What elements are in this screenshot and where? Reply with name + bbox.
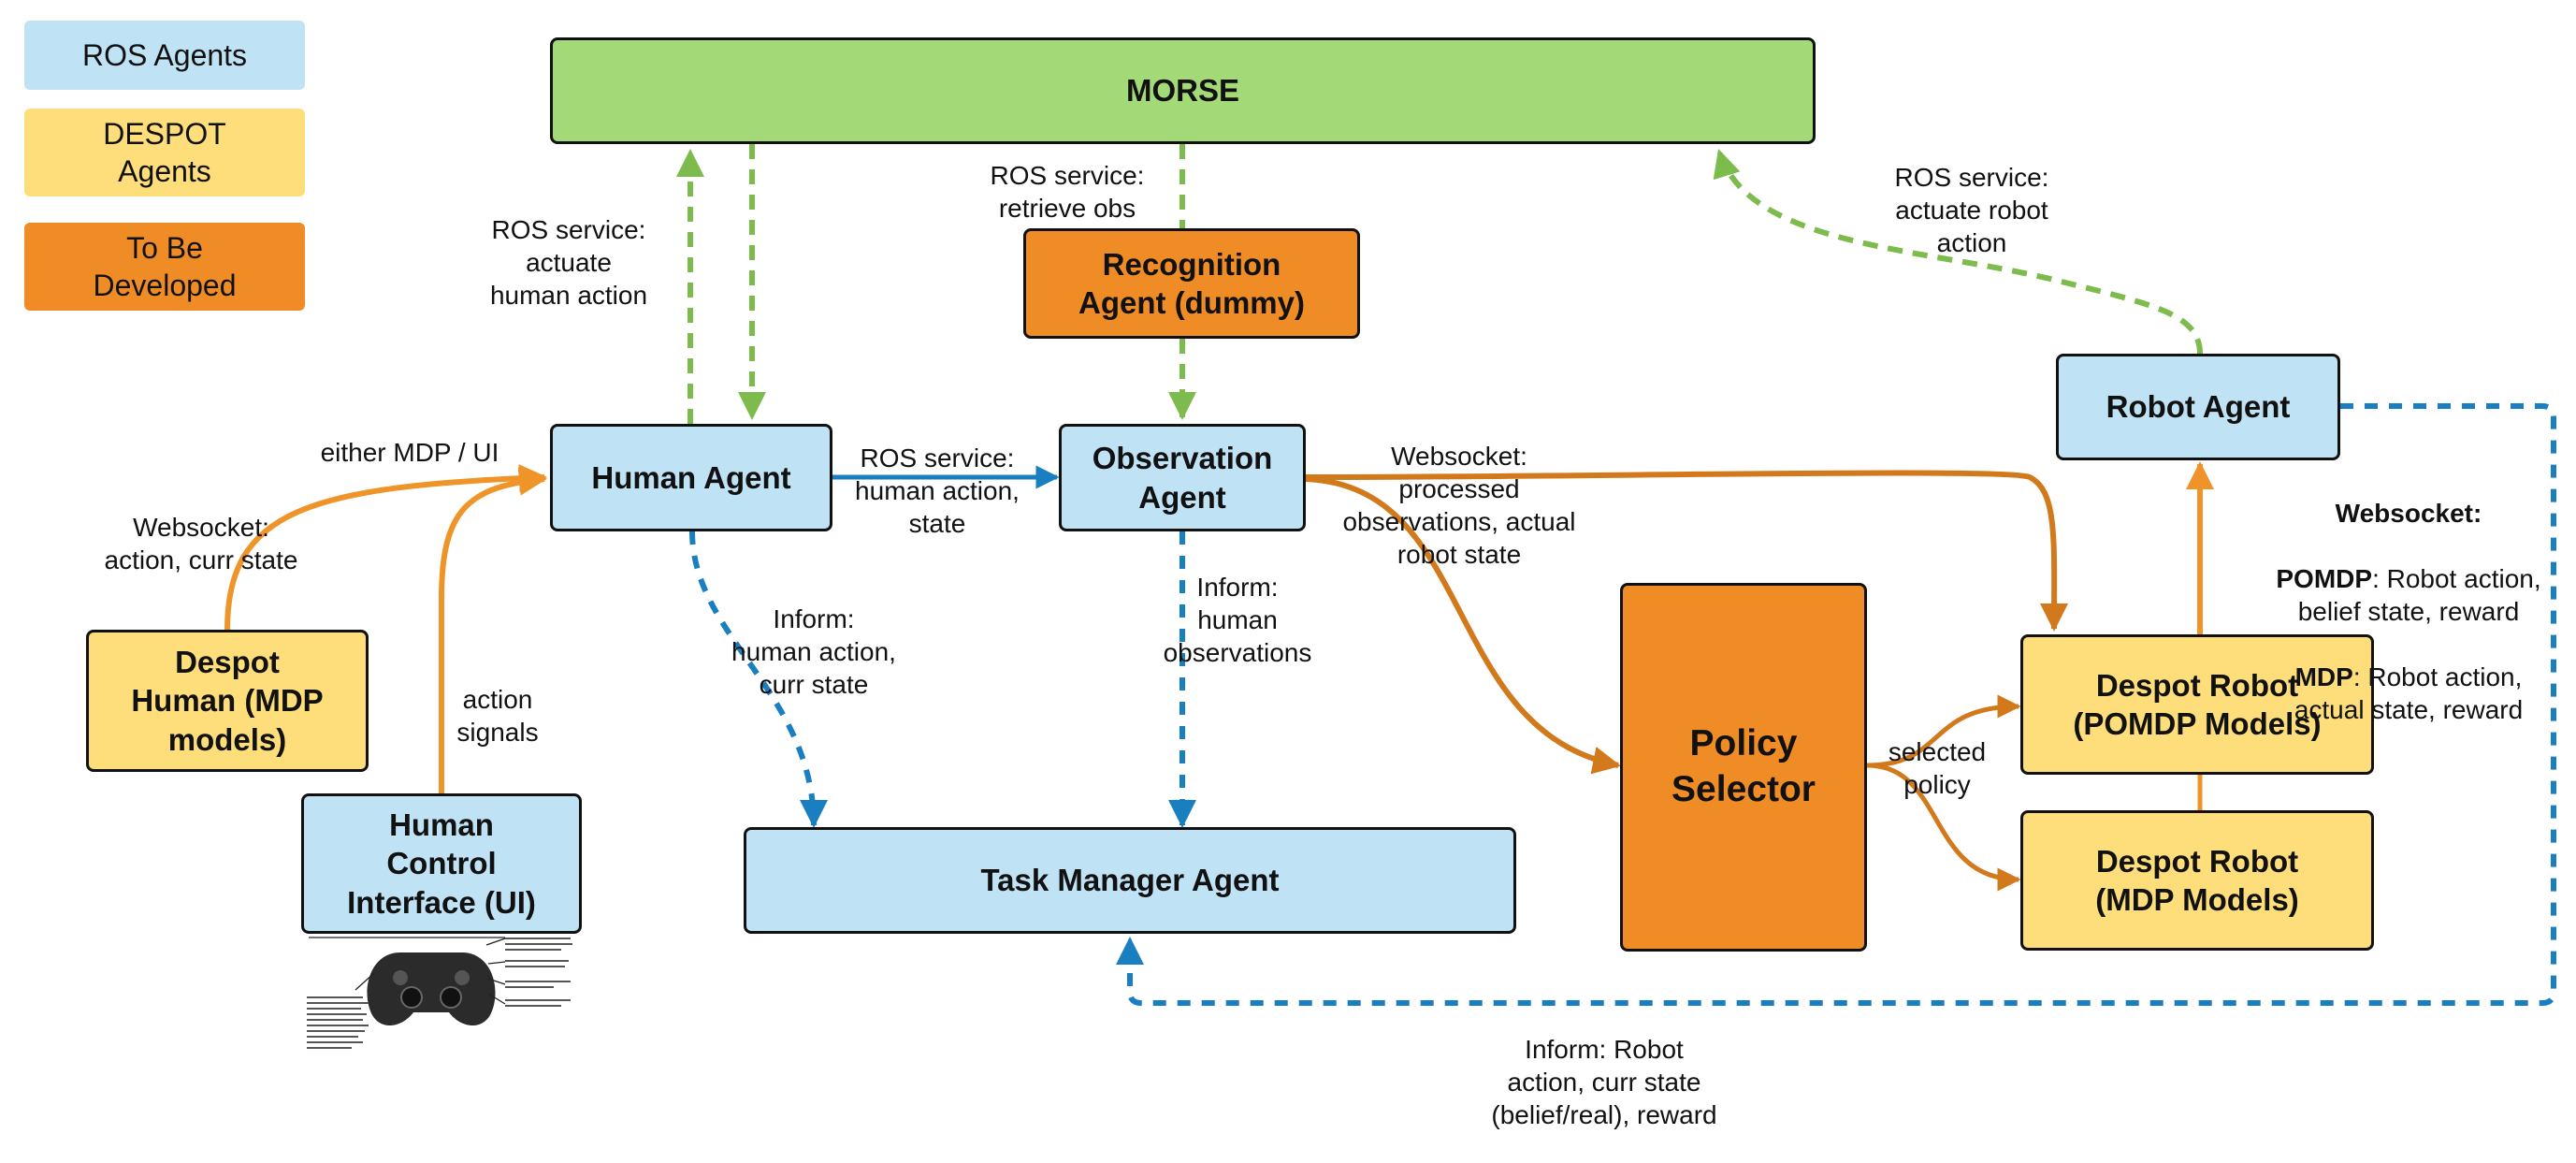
label-websocket-processed: Websocket: processed observations, actua… (1342, 442, 1576, 569)
label-inform-human-action: Inform: human action, curr state (731, 604, 896, 699)
despot-robot-mdp-node: Despot Robot (MDP Models) (2020, 810, 2374, 951)
label-inform-robot: Inform: Robot action, curr state (belief… (1491, 1035, 1717, 1129)
label-mdp-key: MDP (2294, 662, 2353, 691)
morse-node: MORSE (550, 37, 1816, 144)
label-action-signals: action signals (456, 685, 539, 747)
label-websocket-robot: Websocket: POMDP: Robot action, belief s… (2245, 464, 2572, 726)
arrow-observation-to-policy (1305, 476, 1621, 775)
arrow-human-to-task-manager (689, 531, 828, 828)
label-websocket-robot-title: Websocket: (2335, 499, 2482, 528)
legend-to-be-developed: To Be Developed (24, 223, 305, 311)
observation-agent-node: Observation Agent (1059, 424, 1306, 531)
legend-ros-agents: ROS Agents (24, 21, 305, 90)
robot-agent-node: Robot Agent (2056, 354, 2340, 460)
arrow-despot-human-to-human-agent (224, 464, 547, 631)
task-manager-agent-node: Task Manager Agent (744, 827, 1516, 934)
human-control-interface-node: Human Control Interface (UI) (301, 793, 582, 934)
arrow-robot-to-task-manager (1116, 403, 2556, 1006)
arrow-robot-to-morse (1713, 149, 2203, 355)
despot-human-node: Despot Human (MDP models) (86, 630, 369, 772)
arrow-ui-to-human-agent (439, 467, 547, 793)
label-pomdp-value: : Robot action, belief state, reward (2297, 564, 2541, 626)
label-ros-retrieve-obs: ROS service: retrieve obs (990, 161, 1145, 223)
label-pomdp-key: POMDP (2276, 564, 2373, 593)
label-inform-human-obs: Inform: human observations (1163, 573, 1312, 667)
label-ros-human-action-state: ROS service: human action, state (855, 443, 1020, 538)
label-mdp-value: : Robot action, actual state, reward (2294, 662, 2524, 724)
human-agent-node: Human Agent (550, 424, 832, 531)
label-selected-policy: selected policy (1888, 737, 1987, 799)
arrow-policy-to-pomdp (1866, 694, 2021, 768)
label-ros-actuate-human: ROS service: actuate human action (489, 215, 648, 310)
label-websocket-action: Websocket: action, curr state (104, 513, 298, 574)
label-either-mdp-ui: either MDP / UI (320, 438, 499, 467)
policy-selector-node: Policy Selector (1620, 583, 1867, 952)
legend-despot-agents: DESPOT Agents (24, 109, 305, 196)
arrow-observation-to-despot-pomdp (1305, 470, 2069, 632)
recognition-agent-node: Recognition Agent (dummy) (1023, 228, 1360, 339)
despot-robot-pomdp-node: Despot Robot (POMDP Models) (2020, 634, 2374, 775)
label-ros-actuate-robot: ROS service: actuate robot action (1894, 163, 2049, 257)
arrow-policy-to-mdp (1866, 763, 2021, 892)
game-controller-icon (307, 937, 572, 1049)
